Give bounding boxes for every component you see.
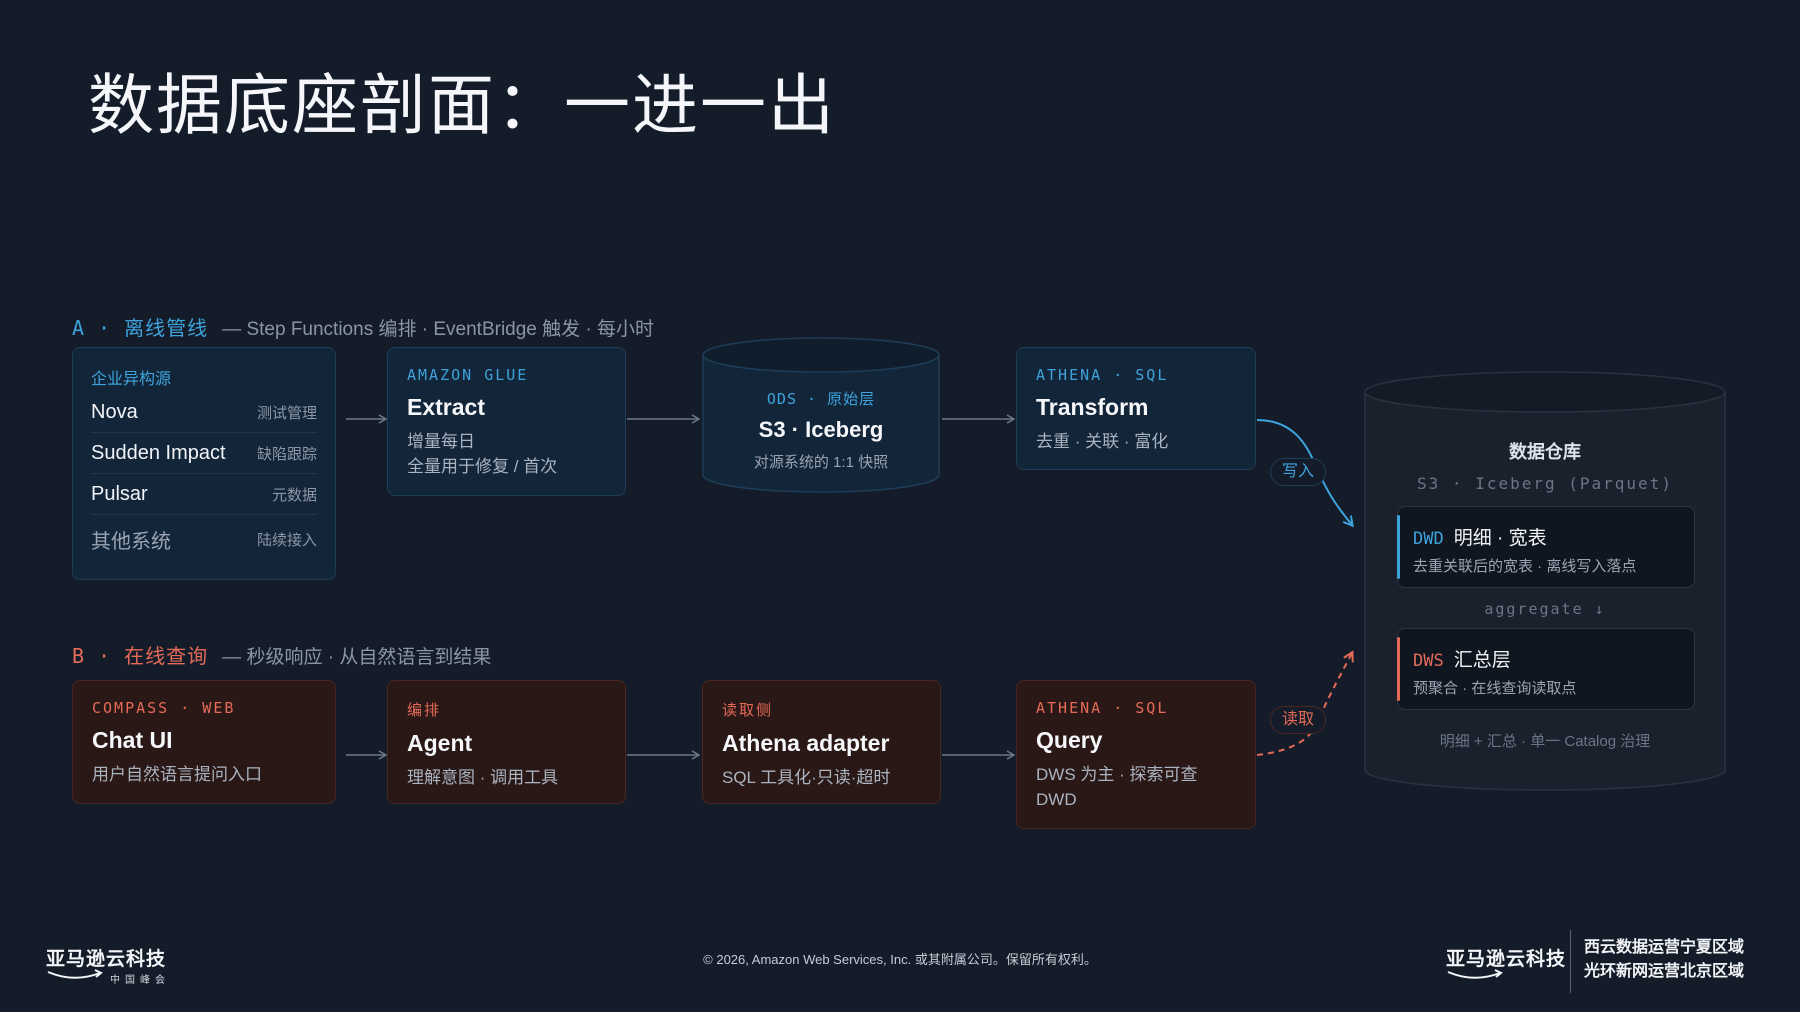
source-tag: 测试管理: [256, 404, 317, 422]
athena-adapter-card: 读取侧 Athena adapter SQL 工具化·只读·超时: [702, 680, 941, 804]
dws-desc: 预聚合 · 在线查询读取点: [1413, 680, 1577, 697]
footer-logo-left: 亚马逊云科技 中国峰会: [46, 944, 167, 986]
transform-kicker: ATHENA · SQL: [1036, 366, 1169, 384]
logo-left-sub: 中国峰会: [110, 975, 170, 986]
ods-kicker: ODS · 原始层: [766, 390, 876, 408]
source-tag: 缺陷跟踪: [256, 445, 317, 463]
source-name: Nova: [91, 400, 138, 423]
sources-card: 企业异构源 Nova 测试管理 Sudden Impact 缺陷跟踪 Pulsa…: [72, 347, 336, 580]
extract-sub: 增量每日 全量用于修复 / 首次: [407, 429, 613, 479]
extract-line2: 全量用于修复 / 首次: [407, 457, 558, 476]
read-label: 读取: [1270, 706, 1326, 734]
dwd-code: DWD: [1413, 529, 1444, 549]
query-head: Query: [1036, 727, 1103, 753]
dwd-title: DWD 明细 · 宽表: [1413, 523, 1547, 550]
source-tag: 元数据: [271, 486, 317, 504]
footer-logo-right: 亚马逊云科技: [1446, 944, 1567, 979]
source-item: Nova 测试管理: [91, 392, 317, 433]
chat-kicker: COMPASS · WEB: [92, 699, 236, 717]
dwd-layer: DWD 明细 · 宽表 去重关联后的宽表 · 离线写入落点: [1397, 506, 1695, 588]
adapter-sub: SQL 工具化·只读·超时: [722, 768, 891, 787]
ods-cylinder: [702, 337, 940, 493]
query-card: ATHENA · SQL Query DWS 为主 · 探索可查 DWD: [1016, 680, 1256, 829]
transform-sub: 去重 · 关联 · 富化: [1036, 432, 1169, 451]
query-kicker: ATHENA · SQL: [1036, 699, 1169, 717]
warehouse-footer: 明细 + 汇总 · 单一 Catalog 治理: [1439, 733, 1651, 750]
arrow-read-curve: [1256, 653, 1352, 756]
smile-arrow-icon: [1447, 969, 1503, 979]
lane-a-tag: A · 离线管线: [72, 316, 209, 340]
chat-head: Chat UI: [92, 727, 173, 753]
ods-sub: 对源系统的 1:1 快照: [753, 454, 889, 471]
warehouse-header: 数据仓库 S3 · Iceberg (Parquet): [1365, 438, 1725, 493]
region-1: 西云数据运营宁夏区域: [1584, 939, 1745, 956]
smile-arrow-icon: [47, 969, 103, 979]
lane-a-desc: — Step Functions 编排 · EventBridge 触发 · 每…: [222, 319, 655, 340]
dws-code: DWS: [1413, 651, 1444, 671]
region-2: 光环新网运营北京区域: [1584, 963, 1745, 980]
adapter-kicker: 读取侧: [722, 702, 774, 719]
extract-kicker: AMAZON GLUE: [407, 366, 529, 384]
warehouse-title: 数据仓库: [1509, 442, 1581, 462]
chat-sub: 用户自然语言提问入口: [92, 765, 262, 784]
query-sub: DWS 为主 · 探索可查 DWD: [1036, 765, 1198, 809]
footer-regions: 西云数据运营宁夏区域 光环新网运营北京区域: [1584, 936, 1744, 984]
copyright: © 2026, Amazon Web Services, Inc. 或其附属公司…: [703, 952, 1097, 967]
source-item: 其他系统 陆续接入: [91, 519, 317, 559]
agent-kicker: 编排: [407, 702, 442, 719]
source-name: Sudden Impact: [91, 441, 226, 464]
dwd-accent-bar: [1397, 515, 1400, 579]
write-label: 写入: [1270, 458, 1326, 486]
source-item: Pulsar 元数据: [91, 474, 317, 515]
lane-b-tag: B · 在线查询: [72, 644, 209, 668]
extract-head: Extract: [407, 394, 485, 420]
dwd-desc: 去重关联后的宽表 · 离线写入落点: [1413, 558, 1637, 575]
source-item: Sudden Impact 缺陷跟踪: [91, 433, 317, 474]
dws-title: DWS 汇总层: [1413, 645, 1511, 672]
warehouse-sub: S3 · Iceberg (Parquet): [1417, 474, 1673, 493]
logo-left-text: 亚马逊云科技: [46, 949, 167, 970]
ods-head: S3 · Iceberg: [758, 417, 884, 442]
ods-label: ODS · 原始层 S3 · Iceberg 对源系统的 1:1 快照: [703, 388, 939, 472]
footer-divider: [1570, 930, 1571, 993]
lane-a-title: A · 离线管线 — Step Functions 编排 · EventBridg…: [72, 312, 654, 341]
extract-card: AMAZON GLUE Extract 增量每日 全量用于修复 / 首次: [387, 347, 626, 496]
lane-b-desc: — 秒级响应 · 从自然语言到结果: [222, 647, 492, 668]
source-name: Pulsar: [91, 482, 148, 505]
lane-b-title: B · 在线查询 — 秒级响应 · 从自然语言到结果: [72, 640, 491, 669]
page-title: 数据底座剖面：一进一出: [88, 68, 836, 142]
logo-right-text: 亚马逊云科技: [1446, 949, 1567, 970]
dws-layer: DWS 汇总层 预聚合 · 在线查询读取点: [1397, 628, 1695, 710]
aggregate-label: aggregate ↓: [1484, 600, 1606, 618]
chat-ui-card: COMPASS · WEB Chat UI 用户自然语言提问入口: [72, 680, 336, 804]
agent-head: Agent: [407, 730, 473, 756]
extract-line1: 增量每日: [407, 432, 475, 451]
source-tag: 陆续接入: [256, 531, 317, 549]
dws-accent-bar: [1397, 637, 1400, 701]
transform-head: Transform: [1036, 394, 1149, 420]
adapter-head: Athena adapter: [722, 730, 890, 756]
sources-heading: 企业异构源: [91, 371, 172, 388]
agent-card: 编排 Agent 理解意图 · 调用工具: [387, 680, 626, 804]
dws-name: 汇总层: [1453, 650, 1511, 671]
dwd-name: 明细 · 宽表: [1453, 528, 1547, 549]
source-name: 其他系统: [91, 530, 171, 553]
transform-card: ATHENA · SQL Transform 去重 · 关联 · 富化: [1016, 347, 1256, 470]
agent-sub: 理解意图 · 调用工具: [407, 768, 559, 787]
